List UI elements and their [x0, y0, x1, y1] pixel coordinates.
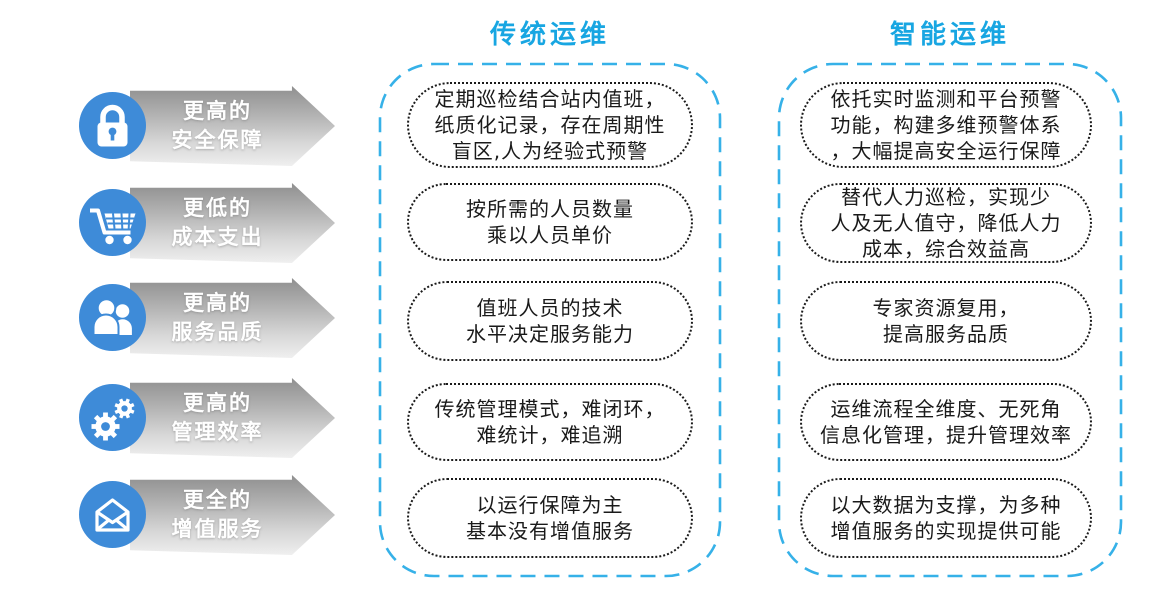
intelligent-item-security: 依托实时监测和平台预警 功能，构建多维预警体系 ，大幅提高安全运行保障: [800, 82, 1092, 168]
traditional-item-value: 以运行保障为主 基本没有增值服务: [407, 478, 693, 558]
cart-icon: [79, 189, 146, 256]
benefit-arrow: 更低的 成本支出: [130, 183, 335, 263]
intelligent-ops-title: 智能运维: [889, 19, 1010, 50]
benefit-row-cost: 更低的 成本支出: [0, 183, 360, 263]
intelligent-ops-frame: [777, 62, 1123, 578]
benefit-arrow: 更高的 管理效率: [130, 378, 335, 458]
traditional-item-service: 值班人员的技术 水平决定服务能力: [407, 281, 693, 361]
intelligent-item-management: 运维流程全维度、无死角 信息化管理，提升管理效率: [800, 383, 1092, 461]
benefit-label: 更低的 成本支出: [171, 196, 264, 249]
benefit-row-security: 更高的 安全保障: [0, 86, 360, 166]
lock-icon: [79, 92, 146, 159]
benefit-label: 更高的 管理效率: [171, 391, 264, 444]
benefit-row-service: 更高的 服务品质: [0, 278, 360, 358]
envelope-icon: [79, 481, 146, 548]
benefit-label: 更高的 安全保障: [171, 99, 264, 152]
gears-icon: [79, 384, 146, 451]
benefit-arrow: 更高的 服务品质: [130, 278, 335, 358]
intelligent-item-cost: 替代人力巡检，实现少 人及无人值守，降低人力 成本，综合效益高: [800, 183, 1092, 263]
traditional-item-cost: 按所需的人员数量 乘以人员单价: [407, 183, 693, 261]
benefit-label: 更全的 增值服务: [171, 488, 264, 541]
benefit-arrow: 更全的 增值服务: [130, 475, 335, 555]
benefit-row-management: 更高的 管理效率: [0, 378, 360, 458]
benefit-row-value-added: 更全的 增值服务: [0, 475, 360, 555]
traditional-item-security: 定期巡检结合站内值班， 纸质化记录，存在周期性 盲区,人为经验式预警: [407, 82, 693, 168]
benefit-arrow: 更高的 安全保障: [130, 86, 335, 166]
intelligent-item-service: 专家资源复用， 提高服务品质: [800, 281, 1092, 361]
benefit-label: 更高的 服务品质: [171, 291, 264, 344]
people-icon: [79, 284, 146, 351]
traditional-ops-frame: [378, 62, 722, 578]
traditional-ops-title: 传统运维: [489, 19, 610, 50]
intelligent-item-value: 以大数据为支撑，为多种 增值服务的实现提供可能: [800, 478, 1092, 558]
traditional-item-management: 传统管理模式，难闭环， 难统计，难追溯: [407, 383, 693, 461]
